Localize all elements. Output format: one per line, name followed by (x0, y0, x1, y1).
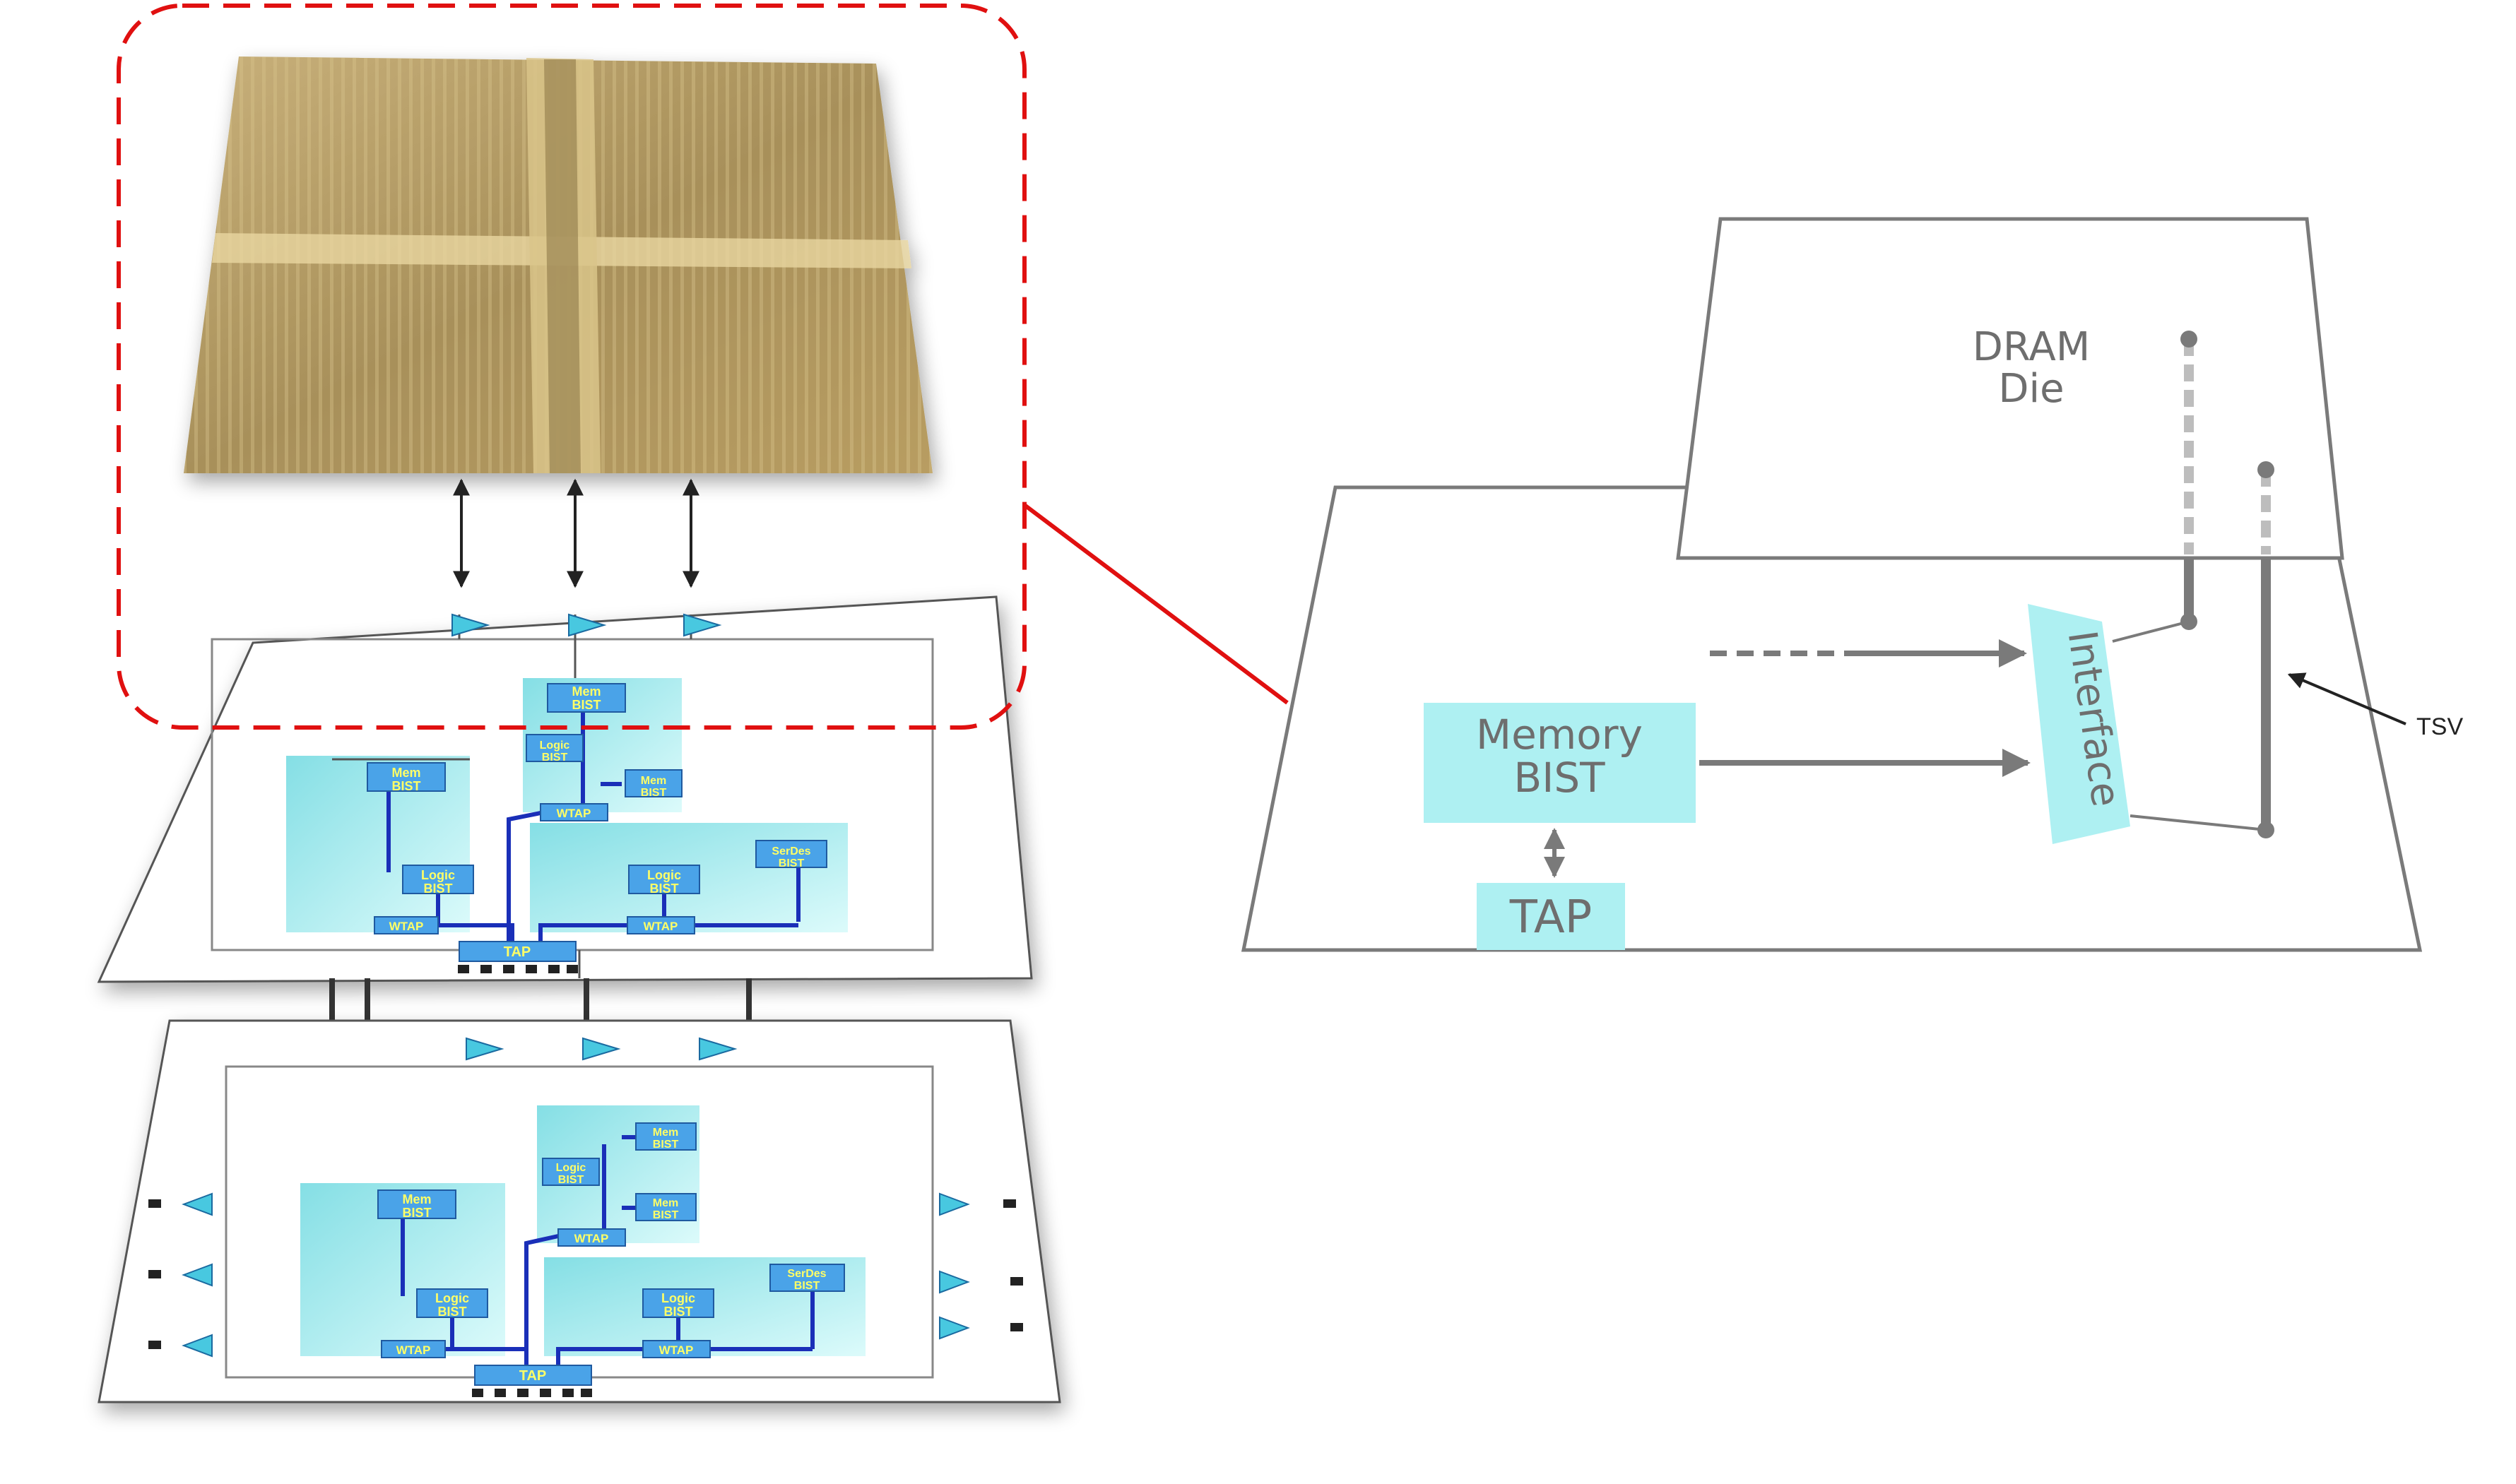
tsv-label: TSV (2416, 713, 2463, 740)
tap-label-detail: TAP (1509, 891, 1593, 944)
wtap-label-2: WTAP (389, 920, 424, 933)
upper-buffers (451, 613, 722, 637)
upper-tap: TAP (458, 941, 578, 973)
tap-label-1: TAP (504, 944, 531, 960)
lower-tap: TAP (472, 1365, 592, 1397)
wtap-label-1: WTAP (557, 807, 591, 820)
dram-die-plane (1676, 217, 2344, 560)
lower-buffers (182, 1037, 970, 1358)
wtap-label-6: WTAP (659, 1343, 694, 1357)
zoom-connector-line (1023, 503, 1289, 705)
lower-wtap-boxes: WTAP WTAP WTAP (381, 1228, 711, 1358)
tsv-callout-arrow (2287, 672, 2406, 725)
upper-wtap-boxes: WTAP WTAP WTAP (374, 803, 695, 934)
interface-block: Interface (2028, 604, 2130, 844)
wtap-label-4: WTAP (574, 1232, 609, 1245)
highlight-region (117, 4, 1027, 730)
dram-die-photo (184, 57, 933, 473)
wtap-label-3: WTAP (644, 920, 678, 933)
tap-block: TAP (1477, 883, 1625, 950)
wtap-label-5: WTAP (396, 1343, 431, 1357)
tap-label-2: TAP (519, 1368, 547, 1384)
die-connection-arrows (453, 478, 699, 588)
